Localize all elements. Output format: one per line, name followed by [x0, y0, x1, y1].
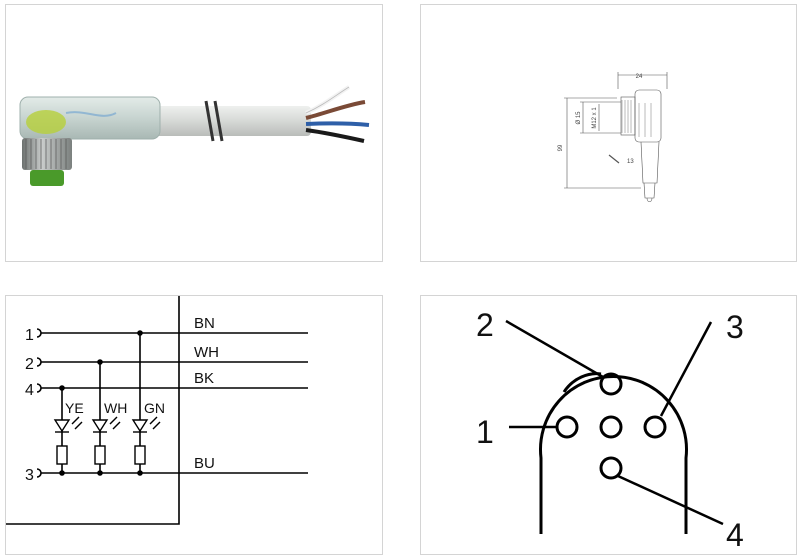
contact-insert: [30, 170, 64, 186]
terminal-pin-1: [36, 328, 42, 338]
led-label-wh: WH: [104, 400, 127, 416]
pin-number-1: 1: [476, 414, 494, 450]
led-window: [26, 110, 66, 134]
contact-1: [555, 415, 579, 439]
cable-break-mark: [204, 100, 224, 142]
housing-outline: [6, 296, 180, 525]
pin-label-1: 1: [25, 327, 34, 344]
terminal-pin-4: [36, 383, 42, 393]
diameter-dimension: Ø 15: [576, 111, 582, 125]
pin-label-4: 4: [25, 382, 34, 399]
contact-4: [599, 456, 623, 480]
wire-label-bu: BU: [194, 455, 215, 472]
pin-number-2: 2: [476, 307, 494, 343]
pin-number-4: 4: [726, 517, 744, 553]
wire-label-bk: BK: [194, 370, 214, 387]
led-label-ye: YE: [65, 400, 84, 416]
cable-jacket: [151, 106, 311, 136]
wire-label-bn: BN: [194, 315, 215, 332]
contact-2: [599, 372, 623, 396]
bend-dimension: 13: [627, 159, 634, 165]
resistor-gn: [134, 445, 146, 465]
resistor-ye: [56, 445, 68, 465]
wiring-schematic: 1 2 4 3 BN WH BK BU YE WH GN: [6, 296, 308, 525]
product-photo-panel: [5, 4, 383, 262]
pin-layout-diagram: 2 3 1 4: [476, 307, 744, 553]
pin-label-2: 2: [25, 356, 34, 373]
led-wh: [91, 416, 121, 433]
knurled-nut: [22, 138, 72, 170]
cable-connector-illustration: [19, 85, 370, 186]
contact-center: [599, 415, 623, 439]
led-ye: [53, 416, 83, 433]
thread-dimension: M12 x 1: [592, 107, 598, 129]
terminal-pin-2: [36, 357, 42, 367]
terminal-pin-3: [36, 468, 42, 478]
pin-label-3: 3: [25, 467, 34, 484]
dimension-drawing: 24 99 Ø 15 M12 x 1 13: [558, 72, 668, 203]
led-label-gn: GN: [144, 400, 165, 416]
pinout-panel: 2 3 1 4: [420, 295, 797, 555]
length-dimension: 99: [558, 144, 564, 151]
pin-number-3: 3: [726, 309, 744, 345]
wire-label-wh: WH: [194, 344, 219, 361]
led-gn: [131, 416, 161, 433]
width-dimension: 24: [636, 74, 643, 80]
connector-face: [539, 375, 688, 534]
wire-ends: [305, 85, 370, 143]
resistor-wh: [94, 445, 106, 465]
contact-3: [643, 415, 667, 439]
wiring-diagram-panel: 1 2 4 3 BN WH BK BU YE WH GN: [5, 295, 383, 555]
dimension-drawing-panel: 24 99 Ø 15 M12 x 1 13: [420, 4, 797, 262]
